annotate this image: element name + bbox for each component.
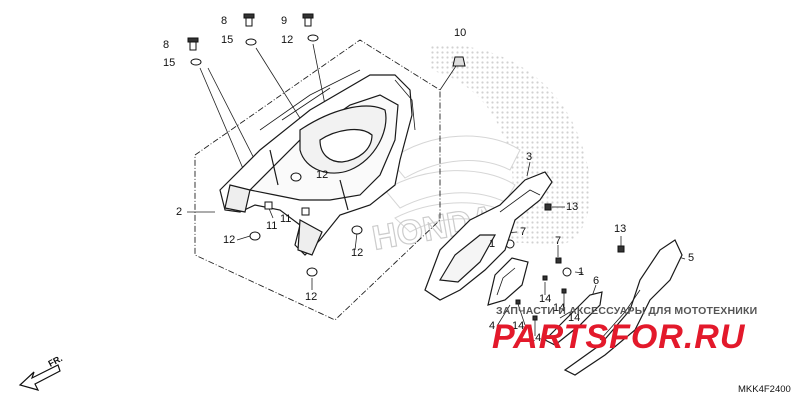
callout-8-left: 8 [163, 39, 170, 51]
side-cover-part-3 [424, 171, 553, 301]
callout-7-b: 7 [555, 235, 562, 247]
part-code: MKK4F2400 [738, 384, 791, 395]
washer-12-upper [307, 34, 319, 42]
callout-1-b: 1 [578, 266, 585, 278]
callout-6: 6 [593, 275, 600, 287]
clip-11-b [301, 207, 310, 216]
grommet-12-b [249, 231, 261, 241]
callout-2: 2 [176, 206, 183, 218]
inner-panel-part-6 [543, 291, 603, 346]
screw-14-b [515, 299, 521, 305]
clip-11-a [264, 201, 273, 210]
callout-14-a: 14 [539, 293, 552, 305]
callout-11-b: 11 [280, 213, 292, 225]
honda-wing-logo [384, 44, 591, 245]
bolt-8-left [187, 37, 199, 51]
callout-12-left: 12 [223, 234, 236, 246]
grommet-12-d [351, 225, 363, 235]
callout-10: 10 [454, 27, 467, 39]
callout-14-c: 14 [568, 312, 581, 324]
callout-11-a: 11 [266, 220, 278, 232]
screw-14-c [561, 288, 567, 294]
front-direction-arrow-icon [18, 364, 61, 391]
washer-15-left [190, 58, 202, 66]
callout-12-top: 12 [281, 34, 294, 46]
rear-frame-part-2 [219, 69, 416, 256]
grommet-12-a [290, 172, 302, 182]
callout-12-mid: 12 [316, 169, 329, 181]
callout-15-left: 15 [163, 57, 176, 69]
grommet-10 [452, 56, 466, 67]
watermark-tagline: ЗАПЧАСТИ И АКСЕССУАРЫ ДЛЯ МОТОТЕХНИКИ [496, 305, 758, 317]
callout-5: 5 [688, 252, 695, 264]
screw-7-b [555, 257, 562, 264]
callout-14-e: 14 [529, 332, 542, 344]
bolt-8-upper [243, 13, 255, 27]
callout-7-a: 7 [520, 226, 527, 238]
callout-1-a: 1 [489, 238, 496, 250]
callout-14-d: 14 [512, 320, 525, 332]
bracket-part-4 [487, 257, 529, 306]
screw-14-a [542, 275, 548, 281]
callout-13-b: 13 [614, 223, 627, 235]
assembly-frame [194, 39, 441, 321]
watermark-brand: PARTSFOR.RU [492, 318, 746, 356]
callout-12-bottom: 12 [305, 291, 318, 303]
screw-14-d [532, 315, 538, 321]
collar-1-b [562, 267, 572, 277]
screw-13-b [617, 245, 625, 253]
callout-9: 9 [281, 15, 288, 27]
callout-4: 4 [489, 320, 496, 332]
callout-14-b: 14 [553, 302, 566, 314]
callout-12-right: 12 [351, 247, 364, 259]
callout-13-a: 13 [566, 201, 579, 213]
side-cover-part-5 [563, 239, 683, 376]
callout-3: 3 [526, 151, 533, 163]
bolt-9 [302, 13, 314, 27]
screw-13-a [544, 203, 552, 211]
callout-15-top: 15 [221, 34, 234, 46]
washer-15-upper [245, 38, 257, 46]
grommet-12-c [306, 267, 318, 277]
callout-8-top: 8 [221, 15, 228, 27]
fasteners [187, 13, 625, 321]
